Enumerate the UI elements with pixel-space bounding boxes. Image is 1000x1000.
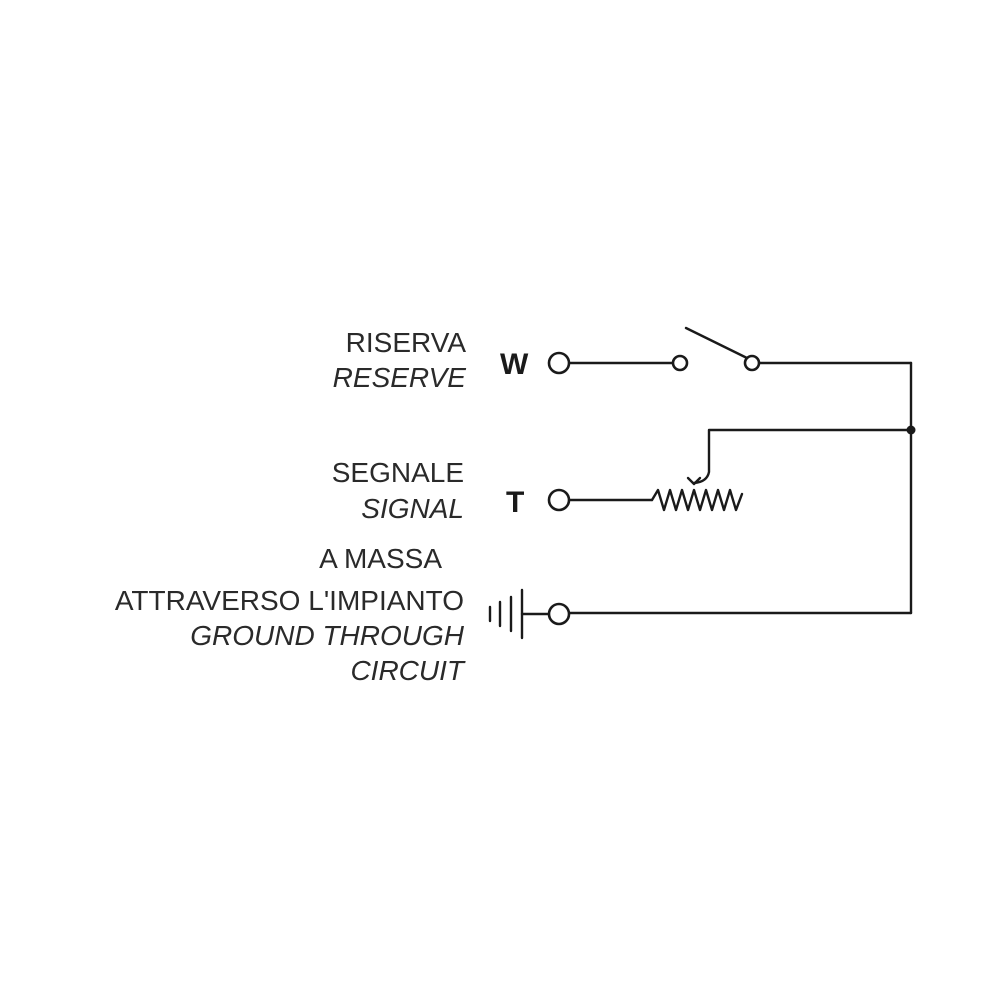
terminal-ground xyxy=(547,602,571,626)
ground-label-it-2: ATTRAVERSO L'IMPIANTO xyxy=(115,585,464,616)
ground-icon xyxy=(488,588,553,640)
wiper-arrow-icon xyxy=(686,476,702,486)
variable-resistor-icon xyxy=(650,488,744,512)
ground-label-en-2: CIRCUIT xyxy=(350,655,465,686)
ground-label-en-1: GROUND THROUGH xyxy=(190,620,465,651)
terminal-t-letter: T xyxy=(506,486,524,519)
reserve-label-en: RESERVE xyxy=(333,362,467,393)
ground-label-it-1: A MASSA xyxy=(319,543,442,574)
terminal-t xyxy=(547,488,571,512)
terminal-w-letter: W xyxy=(500,348,529,381)
signal-label-en: SIGNAL xyxy=(361,493,464,524)
terminal-w xyxy=(547,351,571,375)
wiper-wire xyxy=(692,428,913,485)
signal-label-it: SEGNALE xyxy=(332,457,464,488)
switch-icon xyxy=(671,326,761,372)
reserve-label-it: RISERVA xyxy=(346,327,467,358)
